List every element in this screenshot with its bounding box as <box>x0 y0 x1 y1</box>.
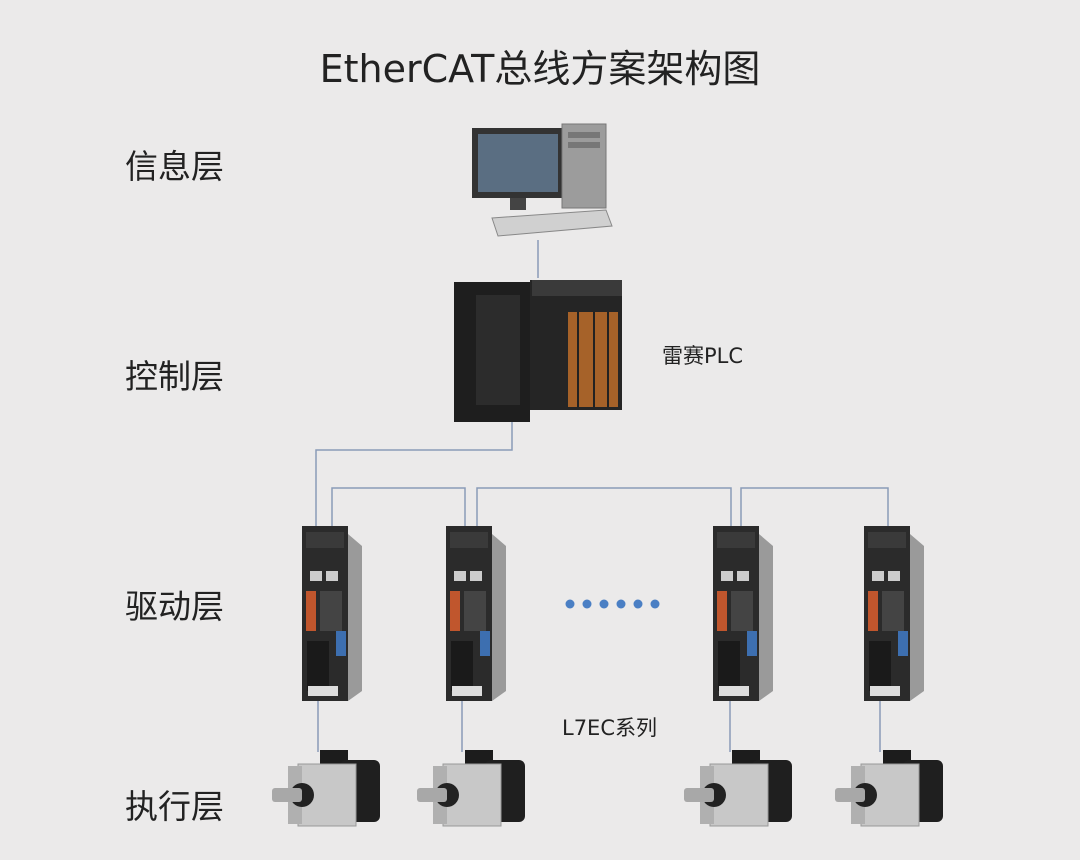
layer-label-execution: 执行层 <box>125 787 224 826</box>
servo-drive-3 <box>713 526 773 701</box>
servo-motor-2 <box>416 749 526 827</box>
drives-label: L7EC系列 <box>562 716 657 740</box>
servo-motor-4 <box>834 749 944 827</box>
diagram-title: EtherCAT总线方案架构图 <box>319 47 761 91</box>
bus-link-2 <box>476 487 732 530</box>
servo-drive-2 <box>446 526 506 701</box>
bus-link-3 <box>740 487 889 530</box>
layer-label-control: 控制层 <box>125 357 224 396</box>
servo-motor-1 <box>271 749 381 827</box>
bus-link-1 <box>331 487 466 530</box>
plc-label: 雷赛PLC <box>662 344 744 368</box>
plc <box>454 280 622 422</box>
plc-to-drive-wire <box>315 418 513 530</box>
servo-drive-4 <box>864 526 924 701</box>
network-wires <box>315 240 889 752</box>
layer-label-information: 信息层 <box>125 147 224 186</box>
layer-label-drive: 驱动层 <box>125 587 224 626</box>
servo-drive-1 <box>302 526 362 701</box>
servo-motor-3 <box>683 749 793 827</box>
industrial-pc <box>472 123 613 237</box>
ellipsis-dots <box>565 599 660 609</box>
